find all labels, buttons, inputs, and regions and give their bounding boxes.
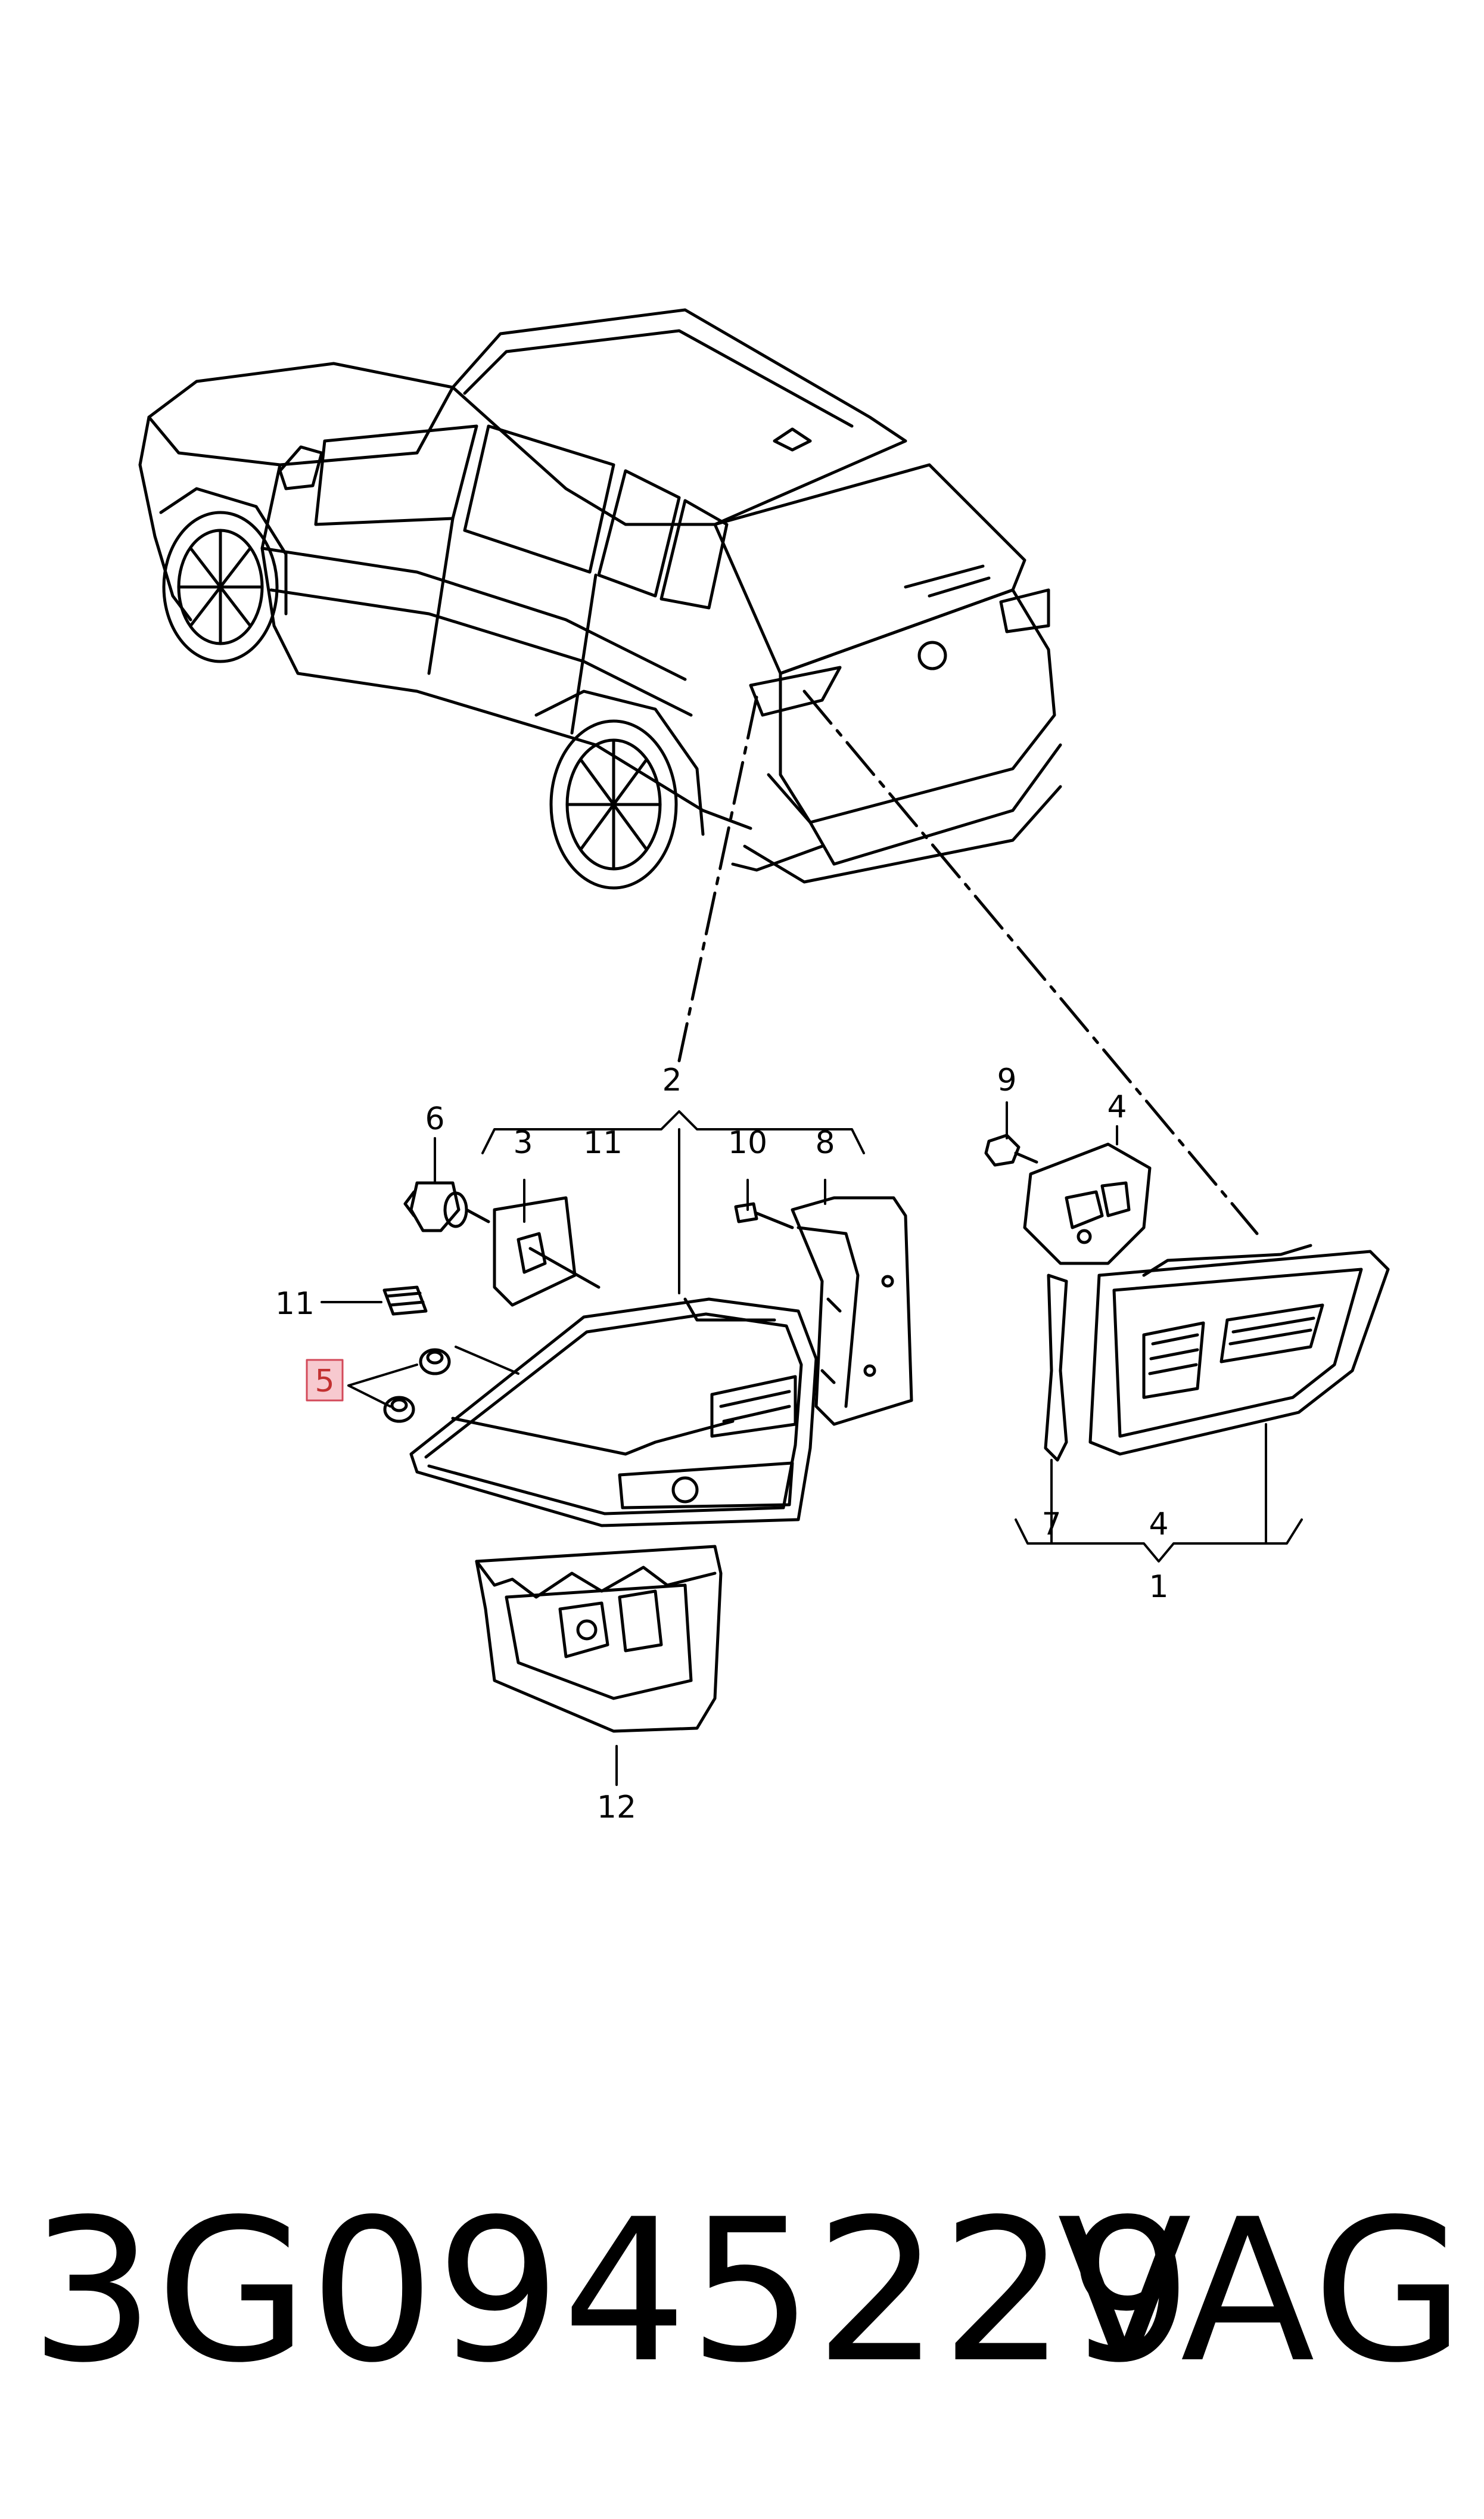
callout-12: 12 (597, 1790, 636, 1825)
part-6-bulb-socket (403, 1181, 490, 1232)
callout-4-bottom: 4 (1149, 1507, 1168, 1542)
callout-8: 8 (815, 1125, 835, 1161)
callout-3: 3 (513, 1125, 533, 1161)
part-5-clips (383, 1348, 451, 1423)
highlight-box-part-5 (306, 1359, 344, 1402)
part-number-caption: 3G0945229 (30, 2177, 1194, 2406)
part-7-gasket (1044, 1274, 1068, 1462)
callout-1: 1 (1149, 1569, 1168, 1605)
group-bracket-2 (481, 1110, 865, 1294)
leader-lines-vehicle (677, 689, 1259, 1235)
group-bracket-1 (1015, 1423, 1303, 1563)
part-1-inner-tail-lamp (1088, 1244, 1390, 1456)
callout-6: 6 (425, 1101, 444, 1137)
callout-11-top: 11 (583, 1125, 623, 1161)
callout-9: 9 (997, 1063, 1016, 1098)
callout-11-left: 11 (275, 1286, 315, 1322)
part-10-screw (734, 1202, 794, 1229)
part-2-outer-tail-lamp (409, 1297, 818, 1527)
vehicle-illustration (138, 308, 1062, 890)
part-4-seal (1023, 1142, 1152, 1265)
part-12-lamp-holder (475, 1545, 723, 1733)
brand-caption: VAG (1057, 2177, 1466, 2406)
part-11-bulb (382, 1285, 428, 1316)
part-9-nut (984, 1133, 1038, 1167)
callout-7: 7 (1041, 1507, 1061, 1542)
leader-lines (321, 1101, 1118, 1786)
callout-2: 2 (662, 1063, 682, 1098)
part-8-bracket (791, 1196, 913, 1426)
part-3-seal (493, 1196, 601, 1307)
callout-5: 5 (315, 1363, 334, 1399)
callout-10: 10 (728, 1125, 767, 1161)
callout-4-top: 4 (1107, 1089, 1127, 1125)
